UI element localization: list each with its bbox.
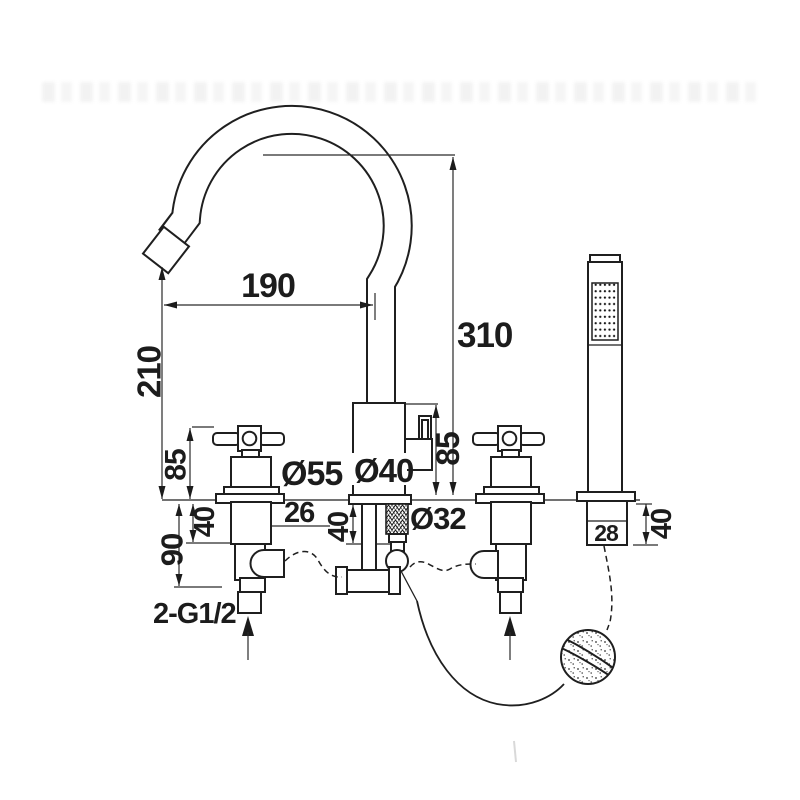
dimension-labels: 190 310 210 85 85 Ø55 Ø40 26 40 40 90 Ø3… [131,267,679,630]
left-handle-body [230,456,272,489]
body-flange [348,494,412,505]
right-handle [469,425,545,614]
left-handle [212,425,285,614]
shower-spray-face [591,282,619,341]
shower-socket [586,500,628,546]
dim-label-dia55: Ø55 [281,455,342,493]
label-halo [351,453,407,485]
dim-label-310: 310 [457,316,513,355]
left-handle-arm-left [212,432,241,446]
flow-arrows [242,616,516,660]
dim-label-210: 210 [131,346,168,398]
dim-label-40-center: 40 [323,512,355,542]
right-hose-dashed [409,560,477,572]
left-valve-upper [230,501,272,545]
dimension-arrows [158,157,650,586]
shower-hose-curve [416,600,565,707]
spout-aerator-tip [141,225,191,275]
right-tailpiece [499,591,522,614]
shower-flange [576,491,636,502]
hoses [284,545,616,763]
hose-leader [400,570,418,602]
dim-label-40-shower: 40 [646,509,678,539]
right-handle-arm-left [472,432,501,446]
left-side-outlet [249,549,285,578]
left-handle-screw [241,430,258,447]
right-handle-arm-right [518,432,545,446]
dim-label-dia40: Ø40 [354,452,413,489]
left-handle-arm-right [258,432,285,446]
right-valve-upper [490,501,532,545]
dim-label-90: 90 [155,534,190,566]
faint-artifact [513,740,517,763]
hose-nut-1 [388,533,407,543]
left-hose-dashed [284,550,343,578]
body-tailpipe [361,503,377,571]
tee-cap-right [388,566,401,595]
right-valve-lower [495,543,527,581]
dim-label-thread: 2-G1/2 [153,598,236,630]
right-nut [497,577,524,593]
shower-hose-dashed [603,545,613,631]
dim-label-85-right: 85 [430,432,466,466]
gooseneck-spout [141,104,413,412]
right-side-outlet [469,550,499,579]
hand-shower [576,254,636,546]
braided-hose [385,503,409,535]
faucet-body [335,402,433,595]
spout-inner [157,106,411,412]
tee-fitting [345,569,391,593]
left-tailpiece [237,591,262,614]
dim-label-40-left: 40 [189,507,221,537]
dim-label-28: 28 [594,520,619,546]
dim-label-dia32: Ø32 [410,501,466,536]
right-handle-screw [501,430,518,447]
tee-cap-left [335,566,348,595]
left-nut [239,577,266,593]
faint-watermark-band [42,82,758,102]
right-handle-body [490,456,532,489]
hose-weight-ball [560,629,616,685]
dim-label-190: 190 [241,267,295,305]
dim-label-85-left: 85 [160,449,193,481]
dim-label-26: 26 [284,497,315,529]
